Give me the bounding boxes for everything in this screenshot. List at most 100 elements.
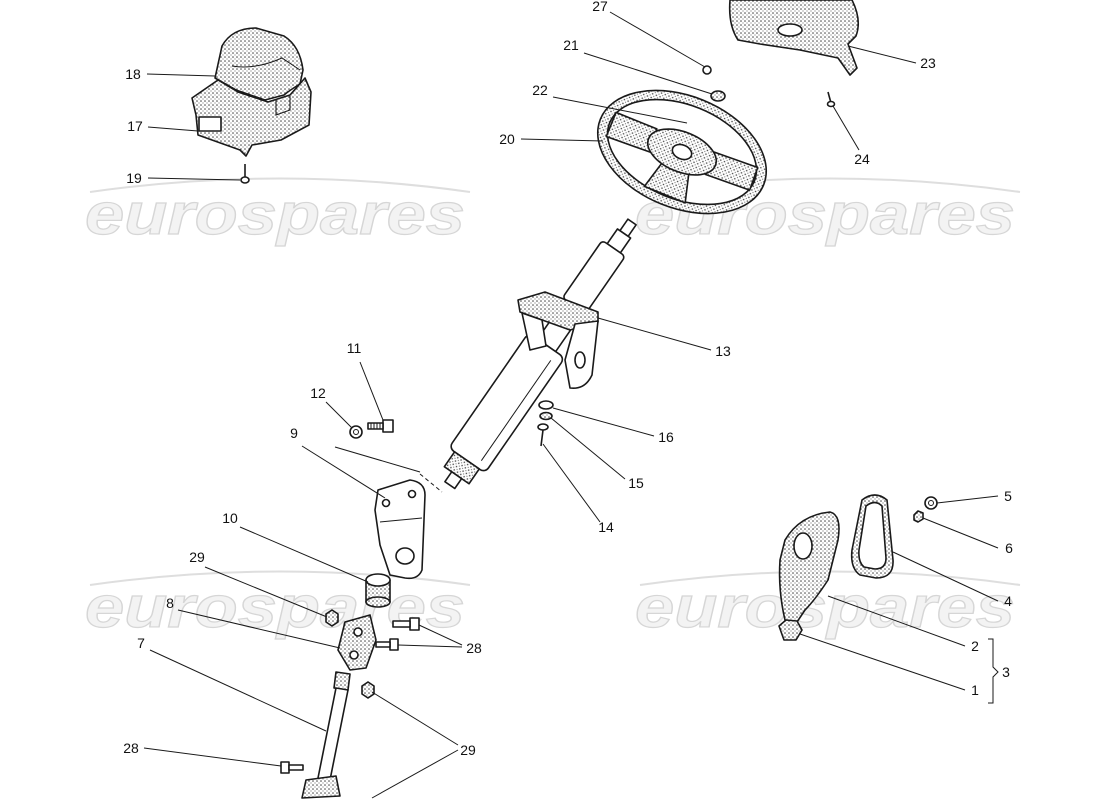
leader-2 — [827, 595, 966, 647]
bracket-hole-large — [395, 547, 415, 565]
leader-8 — [177, 609, 341, 649]
leader-13 — [597, 317, 712, 351]
nut-body — [778, 619, 803, 641]
bush-bottom — [365, 596, 391, 608]
cover-screw — [826, 91, 836, 108]
callout-24: 24 — [854, 151, 870, 167]
washer-body — [913, 510, 924, 523]
frame-inner — [858, 501, 887, 570]
callout-2: 2 — [971, 638, 979, 654]
callout-28-lower: 28 — [123, 740, 139, 756]
shroud-top-piece — [214, 27, 304, 101]
small-nut — [702, 65, 712, 75]
wheel-hub — [671, 143, 693, 161]
callout-7: 7 — [137, 635, 145, 651]
callout-20: 20 — [499, 131, 515, 147]
leader-22 — [552, 96, 688, 124]
bolt-shank — [375, 641, 391, 648]
leader-10 — [239, 526, 369, 583]
leader-28-upper-b — [397, 644, 463, 648]
wheel-washer — [710, 90, 726, 102]
leader-28-upper-a — [418, 624, 463, 646]
shroud-opening — [198, 116, 222, 132]
callout-29-lower: 29 — [460, 742, 476, 758]
bolt-head — [382, 419, 394, 433]
nut-hole — [928, 500, 934, 506]
nut-body — [924, 496, 938, 510]
mounting-bolt — [367, 419, 394, 433]
joint-hole — [353, 627, 363, 637]
leader-9 — [301, 445, 386, 499]
cover-body — [728, 0, 860, 76]
boot-nut — [778, 619, 803, 641]
bolt-shank — [367, 422, 384, 430]
column-shroud-lower — [191, 77, 312, 157]
frame-nut — [924, 496, 938, 510]
leader-18 — [146, 73, 216, 77]
bolt-head — [280, 761, 290, 774]
watermark-swoosh — [89, 570, 471, 586]
screw-head — [826, 100, 836, 108]
callout-27: 27 — [592, 0, 608, 14]
bracket-hole — [574, 351, 586, 369]
boot-opening — [793, 532, 813, 560]
bolt-thread — [370, 423, 381, 429]
watermark-text: eurospares — [85, 575, 465, 640]
joint-nut-upper — [325, 609, 339, 627]
callout-21: 21 — [563, 37, 579, 53]
shaft-bolt-lower — [280, 761, 304, 774]
callout-10: 10 — [222, 510, 238, 526]
leader-20 — [520, 138, 604, 142]
callout-16: 16 — [658, 429, 674, 445]
bolt-shank — [392, 620, 411, 628]
leader-11 — [359, 361, 384, 421]
mounting-washer — [349, 425, 363, 439]
callout-11: 11 — [347, 340, 362, 356]
callout-labels: 27 21 22 20 23 24 18 17 19 13 11 12 9 16… — [123, 0, 1013, 758]
leader-23 — [847, 45, 917, 64]
watermark-swoosh — [89, 177, 471, 193]
leader-5 — [936, 495, 999, 504]
callout-14: 14 — [598, 519, 614, 535]
washer-body — [710, 90, 726, 102]
column-washer — [538, 400, 554, 410]
column-screw — [537, 423, 549, 447]
bracket-bend — [379, 517, 423, 523]
leader-24 — [832, 105, 860, 151]
frame-lockwasher — [913, 510, 924, 523]
callout-19: 19 — [126, 170, 142, 186]
callout-5: 5 — [1004, 488, 1012, 504]
callout-28-upper: 28 — [466, 640, 482, 656]
callout-17: 17 — [127, 118, 143, 134]
leader-29-lower-a — [371, 691, 459, 746]
leader-29-lower-b — [371, 749, 459, 799]
callout-15: 15 — [628, 475, 644, 491]
callout-6: 6 — [1005, 540, 1013, 556]
column-lockwasher — [539, 411, 553, 421]
steering-wheel — [596, 89, 768, 215]
screw-head — [240, 176, 250, 184]
joint-yoke — [337, 614, 377, 671]
washer-body — [538, 400, 554, 410]
bracket-hole-small — [381, 498, 391, 508]
leader-12 — [325, 401, 353, 429]
boot-frame — [850, 494, 894, 579]
nut-body — [702, 65, 712, 75]
universal-joint-upper — [337, 614, 377, 671]
shroud-step — [275, 96, 291, 116]
leader-7 — [149, 649, 327, 732]
leader-lines — [143, 11, 999, 799]
steering-column — [443, 218, 637, 490]
callout-12: 12 — [310, 385, 326, 401]
joint-bolt-upper — [392, 617, 420, 631]
bracket-hole-small — [407, 489, 417, 499]
bolt-head — [409, 617, 420, 631]
leader-28-lower — [143, 747, 282, 767]
watermark-text: eurospares — [85, 182, 465, 247]
wheel-centre-cover — [728, 0, 860, 76]
shroud-screw — [240, 164, 250, 184]
leader-1 — [799, 633, 966, 691]
brace-3 — [988, 638, 999, 704]
washer-hole — [353, 429, 359, 435]
